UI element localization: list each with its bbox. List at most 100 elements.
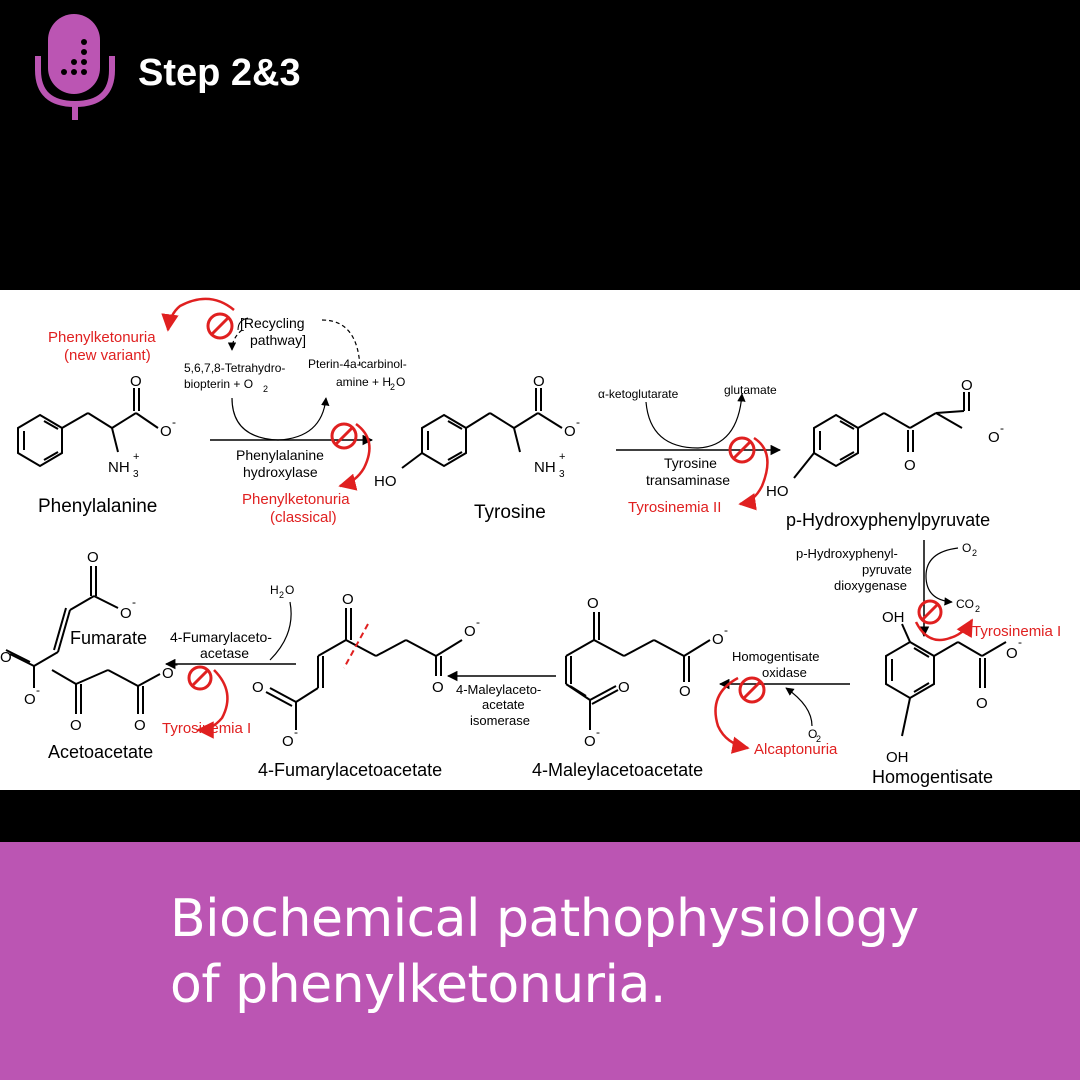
recycling-dashed-arrow: [227, 329, 243, 351]
microphone-icon: [35, 14, 115, 120]
block-icon: [187, 665, 213, 691]
hga-minus: -: [1018, 635, 1022, 649]
hppd-o2-sub: 2: [972, 548, 977, 558]
tyr-plus: +: [559, 451, 565, 463]
acetoacetate-label: Acetoacetate: [48, 742, 153, 762]
mal-minus-bottom: -: [596, 725, 600, 739]
caption-line-2: of phenylketonuria.: [170, 955, 666, 1015]
mai-label-3: isomerase: [470, 713, 530, 728]
homogentisate-structure: [885, 623, 1007, 737]
mal-minus-right: -: [724, 623, 728, 637]
fumarate-label: Fumarate: [70, 628, 147, 648]
phenylalanine-structure: [17, 388, 159, 468]
block-icon: [330, 422, 358, 450]
pku-classic-label-1: Phenylketonuria: [242, 491, 350, 508]
step-title: Step 2&3: [138, 52, 301, 94]
fum-o-minus-bottom: O: [282, 733, 294, 750]
cleavage-mark: [343, 623, 369, 669]
tyr-o-minus: O: [564, 423, 576, 440]
glutamate-label: glutamate: [724, 383, 777, 397]
pah-label-1: Phenylalanine: [236, 447, 324, 463]
hpp-o-minus: O: [988, 429, 1000, 446]
acetoacetate-structure: [51, 669, 161, 714]
pterin-sub2: 2: [390, 382, 395, 392]
hppd-label-1: p-Hydroxyphenyl-: [796, 546, 898, 561]
tyr2-label: Tyrosinemia II: [628, 499, 721, 516]
tyr1-b-label: Tyrosinemia I: [162, 720, 251, 737]
fumarate-o-minus-bottom: O: [24, 691, 36, 708]
mal-o-right: O: [679, 683, 691, 700]
fumarate-o-top: O: [87, 549, 99, 566]
bh4-label-2: biopterin + O: [184, 377, 253, 391]
phe-sub3: 3: [133, 469, 139, 480]
bh4-label-1: 5,6,7,8-Tetrahydro-: [184, 361, 285, 375]
fumarylacetoacetate-label: 4-Fumarylacetoacetate: [258, 760, 442, 780]
mai-label-1: 4-Maleylaceto-: [456, 682, 541, 697]
phe-nh3: NH: [108, 459, 130, 476]
tyr-minus: -: [576, 415, 580, 429]
caption-line-1: Biochemical pathophysiology: [170, 889, 919, 949]
fumarate-minus: -: [132, 595, 136, 609]
akg-label: α-ketoglutarate: [598, 387, 679, 401]
block-icon: [206, 312, 234, 340]
mal-o-minus-bottom: O: [584, 733, 596, 750]
pathway-diagram: O O - NH 3 + Phenylalanine [Recycling pa…: [0, 290, 1080, 790]
hgo-label-2: oxidase: [762, 665, 807, 680]
tyr-ho: HO: [374, 473, 397, 490]
aca-o-right: O: [134, 717, 146, 734]
fum-minus-bottom: -: [294, 725, 298, 739]
maleylacetoacetate-structure: [565, 612, 711, 730]
pathway-svg: O O - NH 3 + Phenylalanine [Recycling pa…: [0, 297, 1061, 787]
phe-plus: +: [133, 451, 139, 463]
tat-cofactor-arc: [645, 393, 746, 449]
header-band: Step 2&3: [0, 0, 1080, 290]
tyr-nh3: NH: [534, 459, 556, 476]
hppd-o2-label: O: [962, 541, 971, 555]
phenylalanine-label: Phenylalanine: [38, 496, 157, 517]
hga-o-minus: O: [1006, 645, 1018, 662]
alcaptonuria-label: Alcaptonuria: [754, 741, 838, 758]
pku-new-label-2: (new variant): [64, 347, 151, 364]
fah-h2o-label: H: [270, 583, 279, 597]
hga-oh-top: OH: [882, 609, 905, 626]
aca-minus: -: [174, 657, 178, 671]
pterin-o: O: [396, 375, 405, 389]
caption: Biochemical pathophysiology of phenylket…: [170, 886, 1050, 1018]
fumarylacetoacetate-structure: [265, 608, 463, 730]
aca-o-minus: O: [162, 665, 174, 682]
hgo-o2-label: O: [808, 727, 817, 741]
caption-band: [0, 842, 1080, 1080]
fum-o-left: O: [252, 679, 264, 696]
tyr2-arrow: [738, 436, 769, 511]
tyr1-b-arrow: [196, 669, 229, 739]
hpp-minus: -: [1000, 421, 1004, 435]
mai-label-2: acetate: [482, 697, 525, 712]
mal-o-minus-right: O: [712, 631, 724, 648]
hpp-ho: HO: [766, 483, 789, 500]
hppd-label-2: pyruvate: [862, 562, 912, 577]
recycling-dashed-arc: [321, 319, 361, 369]
pku-new-arrow: [161, 297, 235, 332]
phe-o-minus: O: [160, 423, 172, 440]
block-icon: [728, 436, 756, 464]
hpp-o-keto: O: [904, 457, 916, 474]
mal-o-top: O: [587, 595, 599, 612]
recycling-bracket: [237, 317, 249, 331]
hgo-label-1: Homogentisate: [732, 649, 819, 664]
fumarate-minus-bottom: -: [36, 683, 40, 697]
alcaptonuria-arrow: [714, 676, 750, 754]
maleylacetoacetate-label: 4-Maleylacetoacetate: [532, 760, 703, 780]
block-icon: [917, 599, 943, 625]
mal-o-left: O: [618, 679, 630, 696]
fah-label-2: acetase: [200, 645, 249, 661]
tat-label-1: Tyrosine: [664, 455, 717, 471]
tyr1-a-arrow: [914, 618, 974, 642]
recycling-label-1: [Recycling: [240, 315, 305, 331]
tyrosine-label: Tyrosine: [474, 502, 546, 523]
fum-minus-right: -: [476, 615, 480, 629]
pah-label-2: hydroxylase: [243, 464, 318, 480]
hpp-label: p-Hydroxyphenylpyruvate: [786, 510, 990, 530]
homogentisate-label: Homogentisate: [872, 767, 993, 787]
fah-cofactor-arc: [269, 601, 292, 661]
bh4-sub2: 2: [263, 384, 268, 394]
